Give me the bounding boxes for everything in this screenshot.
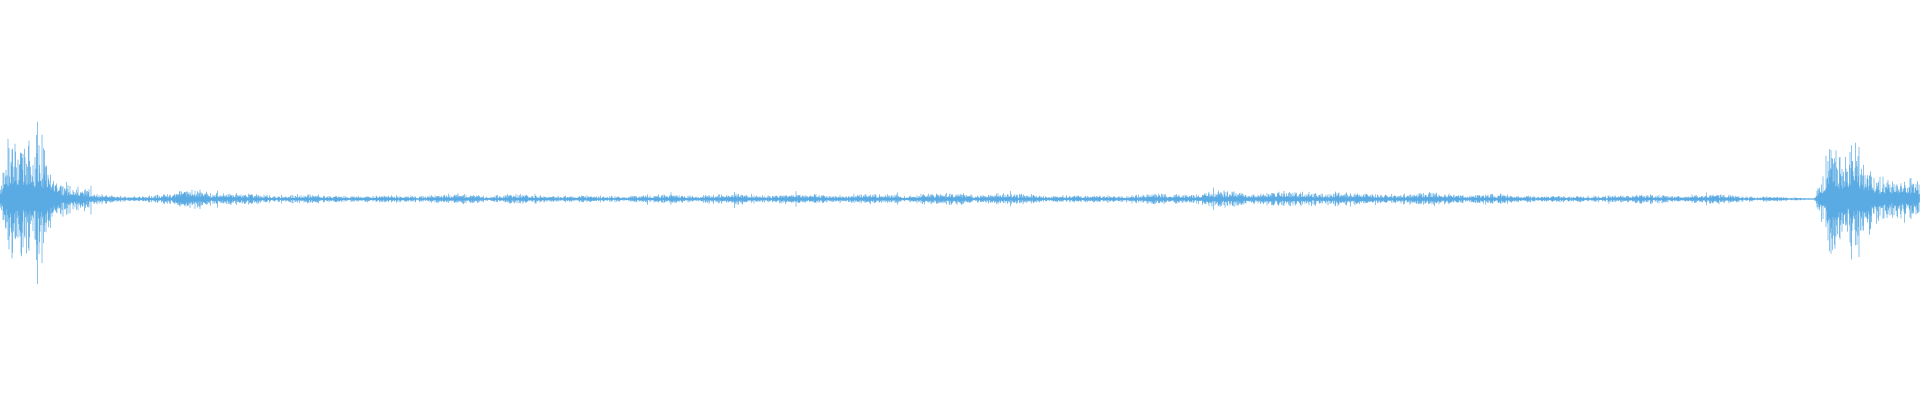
waveform-path [0, 121, 1920, 285]
waveform-trace [0, 121, 1920, 285]
